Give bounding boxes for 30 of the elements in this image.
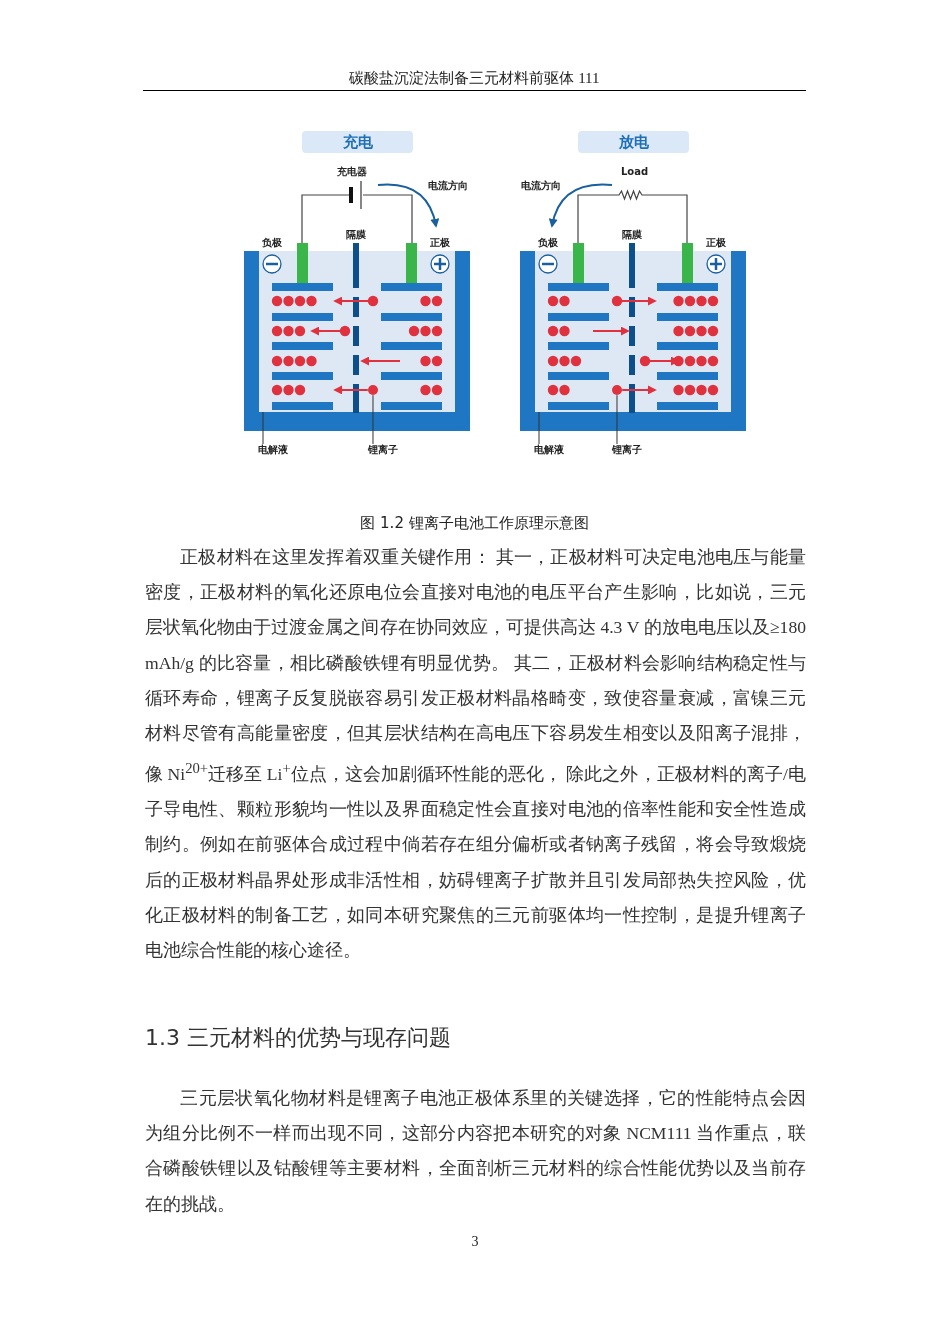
electrode-label: 正极	[706, 237, 726, 249]
electrode-label: 负极	[538, 237, 558, 249]
body-paragraph: 三元层状氧化物材料是锂离子电池正极体系里的关键选择，它的性能特点会因为组分比例不一样而出现不同，这部分内容把本研究的对象 NCM111 当作重点，联合磷酸铁锂以及钴酸锂等主要材料，全面剖析三元材料的综合性能优势以及当前存在的挑战。	[145, 1087, 806, 1216]
figure-caption: 图 1.2 锂离子电池工作原理示意图	[359, 513, 590, 533]
leader-line	[538, 411, 540, 445]
page-number: 3	[470, 1233, 480, 1250]
leader-line	[616, 394, 618, 445]
component-label: 充电器	[337, 166, 367, 178]
callout-label: 锂离子	[368, 444, 398, 456]
electrode-label: 负极	[262, 237, 282, 249]
direction-label: 电流方向	[521, 180, 561, 192]
electrode-label: 正极	[430, 237, 450, 249]
ion-circle	[611, 384, 623, 396]
callout-label: 锂离子	[612, 444, 642, 456]
body-paragraph: 正极材料在这里发挥着双重关键作用： 其一，正极材料可决定电池电压与能量密度，正极材料的氧化还原电位会直接对电池的电压平台产生影响，比如说，三元层状氧化物由于过渡金属之间存在协同效应，可提供高达 4.3 V 的放电电压以及≥180 mAh/g 的比容量，相比磷酸铁锂有明显优势。 其二，正极材料会影响结构稳定性与循环寿命，锂离子反复脱嵌容易引发正极材料晶格畸变，致使容量衰减，富镍三元材料尽管有高能量密度，但其层状结构在高电压下容易发生相变以及阳离子混排，像 Ni$^{20+}$迁移至 Li$^{+}$位点，这会加剧循环性能的恶化， 除此之外，正极材料的离子/电子导电性、颗粒形貌均一性以及界面稳定性会直接对电池的倍率性能和安全性造成制约。例如在前驱体合成过程中倘若存在组分偏析或者钠离子残留，将会导致煅烧后的正极材料晶界处形成非活性相，妨碍锂离子扩散并且引发局部热失控风险，优化正极材料的制备工艺，如同本研究聚焦的三元前驱体均一性控制，是提升锂离子电池综合性能的核心途径。	[145, 546, 806, 963]
title-badge: 放电	[578, 131, 689, 153]
leader-line	[262, 411, 264, 445]
ion-circle	[367, 384, 379, 396]
direction-label: 电流方向	[428, 180, 468, 192]
title-badge: 充电	[302, 131, 413, 153]
section-heading: 1.3 三元材料的优势与现存问题	[145, 1024, 451, 1052]
component-label: Load	[621, 166, 649, 178]
separator-label: 隔膜	[346, 229, 366, 241]
arrow	[333, 385, 369, 395]
page-header: 碳酸盐沉淀法制备三元材料前驱体 111	[348, 69, 601, 87]
callout-label: 电解液	[534, 444, 564, 456]
separator-label: 隔膜	[622, 229, 642, 241]
arrow	[621, 385, 657, 395]
leader-line	[372, 394, 374, 445]
callout-label: 电解液	[258, 444, 288, 456]
